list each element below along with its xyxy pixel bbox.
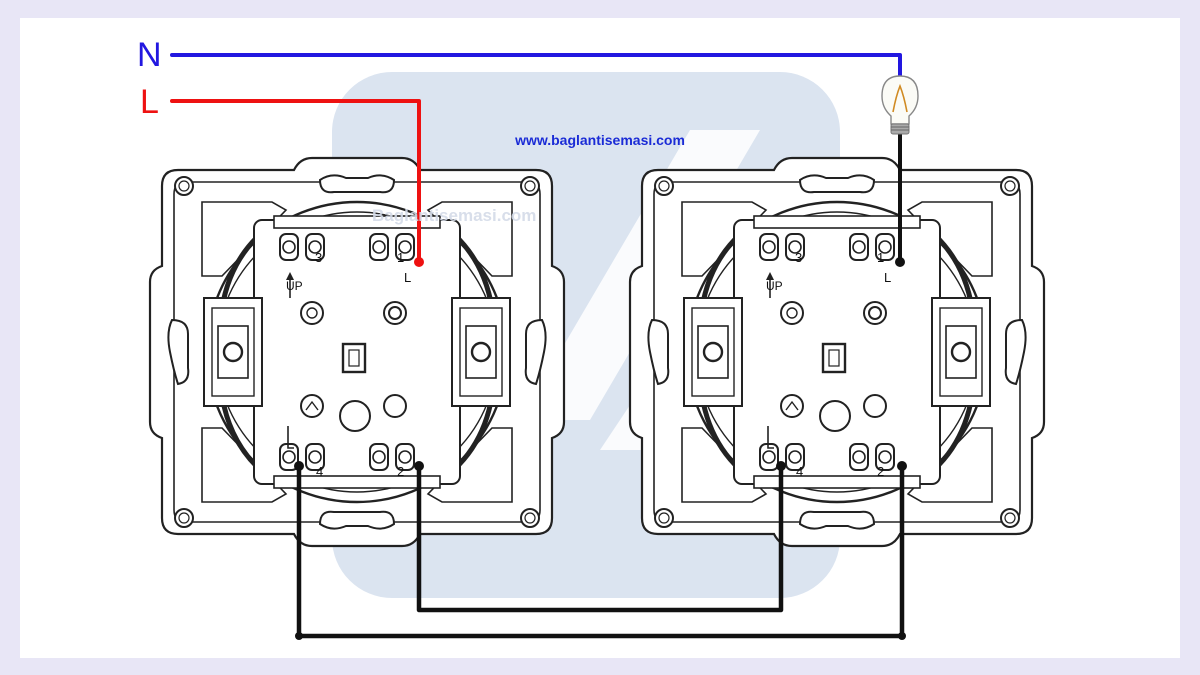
switch-right xyxy=(630,158,1044,546)
right-terminal-3: 3 xyxy=(795,250,802,265)
traveler-wire-inner xyxy=(416,463,784,613)
right-terminal-2: 2 xyxy=(877,464,884,479)
left-terminal-l: L xyxy=(404,270,411,285)
watermark-text: Baglantisemasi.com xyxy=(372,206,537,225)
left-up-label: UP xyxy=(286,279,303,293)
right-terminal-l: L xyxy=(884,270,891,285)
left-terminal-2: 2 xyxy=(397,464,404,479)
left-terminal-4: 4 xyxy=(316,464,323,479)
left-terminal-3: 3 xyxy=(315,250,322,265)
live-wire xyxy=(170,99,421,264)
neutral-wire xyxy=(170,53,902,80)
right-up-label: UP xyxy=(766,279,783,293)
right-terminal-1: 1 xyxy=(877,250,884,265)
traveler-wire-outer xyxy=(296,463,905,639)
right-terminal-4: 4 xyxy=(796,464,803,479)
site-url: www.baglantisemasi.com xyxy=(515,132,685,148)
light-bulb-icon xyxy=(881,75,919,135)
left-terminal-1: 1 xyxy=(397,250,404,265)
neutral-label: N xyxy=(137,36,162,74)
live-label: L xyxy=(140,83,159,121)
